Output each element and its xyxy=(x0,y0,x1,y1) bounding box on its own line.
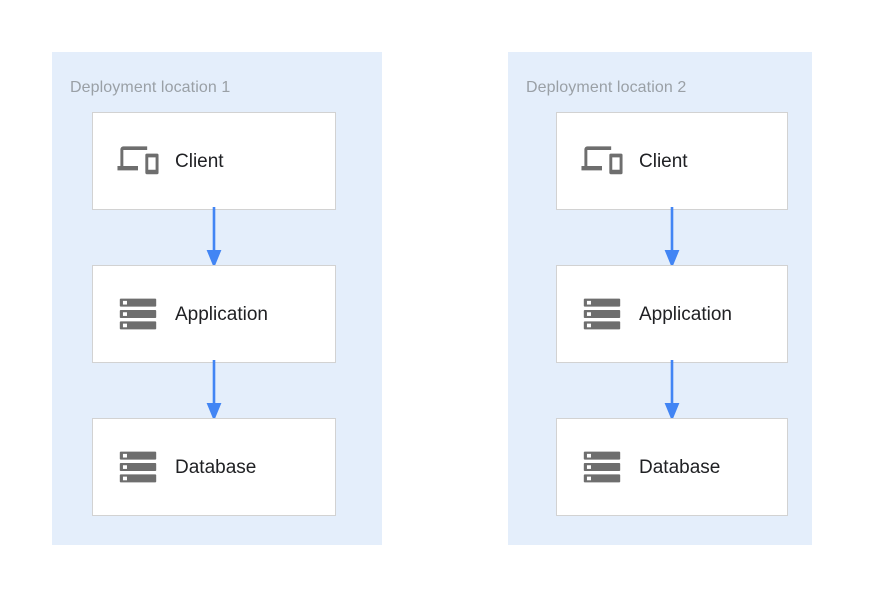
deployment-zone-1: Deployment location 1 Client xyxy=(52,52,382,545)
zone-2-arrow-client-to-application xyxy=(661,207,683,269)
zone-1-node-database[interactable]: Database xyxy=(92,418,336,516)
zone-2-node-database[interactable]: Database xyxy=(556,418,788,516)
devices-icon xyxy=(579,138,625,184)
zone-1-node-client-label: Client xyxy=(175,150,224,172)
zone-2-node-application-label: Application xyxy=(639,303,732,325)
devices-icon xyxy=(115,138,161,184)
zone-1-title: Deployment location 1 xyxy=(70,79,231,96)
zone-1-node-client[interactable]: Client xyxy=(92,112,336,210)
zone-1-node-application[interactable]: Application xyxy=(92,265,336,363)
zone-1-arrow-client-to-application xyxy=(203,207,225,269)
server-stack-icon xyxy=(115,291,161,337)
zone-2-arrow-application-to-database xyxy=(661,360,683,422)
zone-1-node-database-label: Database xyxy=(175,456,257,478)
server-stack-icon xyxy=(115,444,161,490)
server-stack-icon xyxy=(579,291,625,337)
deployment-zone-2: Deployment location 2 Client xyxy=(508,52,812,545)
zone-2-node-application[interactable]: Application xyxy=(556,265,788,363)
zone-2-title: Deployment location 2 xyxy=(526,79,687,96)
server-stack-icon xyxy=(579,444,625,490)
zone-1-node-application-label: Application xyxy=(175,303,268,325)
zone-2-node-client[interactable]: Client xyxy=(556,112,788,210)
zone-2-node-client-label: Client xyxy=(639,150,688,172)
zone-1-arrow-application-to-database xyxy=(203,360,225,422)
zone-2-node-database-label: Database xyxy=(639,456,721,478)
